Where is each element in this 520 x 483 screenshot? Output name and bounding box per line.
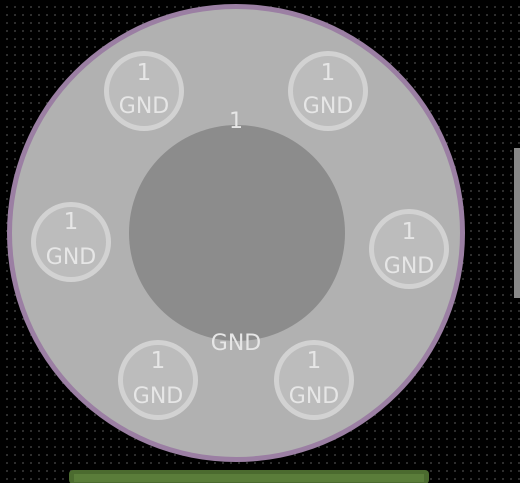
via-fill <box>293 56 363 126</box>
via-top-left[interactable]: 1 GND <box>104 51 184 131</box>
via-bottom-left[interactable]: 1 GND <box>118 340 198 420</box>
via-number: 1 <box>321 60 336 86</box>
via-net: GND <box>133 384 183 409</box>
via-number: 1 <box>307 348 322 374</box>
via-net: GND <box>119 94 169 119</box>
via-net: GND <box>384 254 434 279</box>
via-fill <box>109 56 179 126</box>
via-bottom-right[interactable]: 1 GND <box>274 340 354 420</box>
center-pad-number: 1 <box>229 109 243 134</box>
via-fill <box>374 214 444 284</box>
via-left[interactable]: 1 GND <box>31 202 111 282</box>
via-net: GND <box>289 384 339 409</box>
center-pad-net: GND <box>211 331 261 356</box>
side-trace <box>514 148 520 298</box>
bottom-trace-inner <box>74 474 424 482</box>
via-right[interactable]: 1 GND <box>369 209 449 289</box>
via-fill <box>123 345 193 415</box>
via-number: 1 <box>402 219 417 245</box>
via-number: 1 <box>151 348 166 374</box>
via-fill <box>36 207 106 277</box>
via-top-right[interactable]: 1 GND <box>288 51 368 131</box>
via-number: 1 <box>137 60 152 86</box>
via-fill <box>279 345 349 415</box>
drill-hole <box>129 125 345 341</box>
via-net: GND <box>303 94 353 119</box>
via-number: 1 <box>64 209 79 235</box>
via-net: GND <box>46 245 96 270</box>
